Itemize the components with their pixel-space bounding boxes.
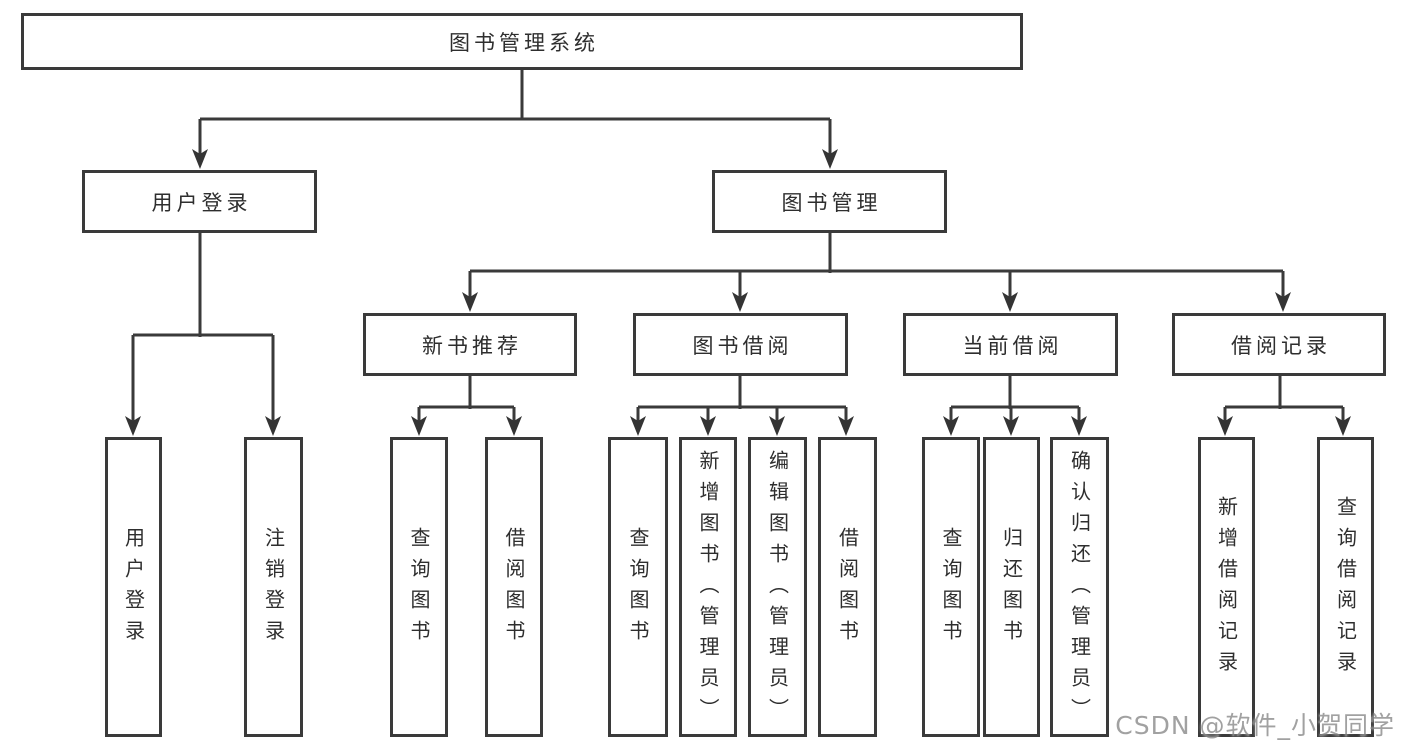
arrowhead-borrow-books-1 [506,416,522,436]
arrowhead-query-borrow-record [1335,416,1351,436]
node-book-borrow: 图书借阅 [633,313,848,376]
node-user-login: 用户登录 [82,170,317,233]
node-borrow-records-label: 借阅记录 [1231,333,1331,358]
arrowhead-user-login [192,149,208,169]
arrowhead-leaf-user-login [125,416,141,436]
node-new-book-recommend-label: 新书推荐 [422,333,522,358]
arrowhead-return-book [1003,416,1019,436]
node-leaf-edit-book-admin: 编辑图书（管理员） [748,437,807,737]
node-leaf-logout: 注销登录 [244,437,303,737]
connector-current-borrow-to-leaves [943,376,1087,436]
node-leaf-borrow-books-1: 借阅图书 [485,437,543,737]
arrowhead-current-borrow [1002,292,1018,312]
arrowhead-add-book [700,416,716,436]
arrowhead-query-books-2 [630,416,646,436]
node-system-root: 图书管理系统 [21,13,1023,70]
arrowhead-leaf-logout [265,416,281,436]
arrowhead-query-books-3 [943,416,959,436]
connector-root-to-level2 [192,69,838,169]
node-leaf-query-books-1: 查询图书 [390,437,448,737]
node-leaf-query-books-3: 查询图书 [922,437,980,737]
node-leaf-confirm-return-admin: 确认归还（管理员） [1050,437,1109,737]
arrowhead-edit-book [769,416,785,436]
node-book-borrow-label: 图书借阅 [692,333,793,358]
arrowhead-book-mgmt [822,149,838,169]
node-system-root-label: 图书管理系统 [449,30,599,55]
node-leaf-return-book: 归还图书 [983,437,1040,737]
node-leaf-query-borrow-record: 查询借阅记录 [1317,437,1374,737]
node-current-borrow: 当前借阅 [903,313,1118,376]
node-new-book-recommend: 新书推荐 [363,313,577,376]
arrowhead-borrow-records [1275,292,1291,312]
node-current-borrow-label: 当前借阅 [962,333,1063,358]
connector-book-mgmt-to-level3 [462,233,1291,312]
node-leaf-user-login: 用户登录 [105,437,162,737]
node-leaf-borrow-books-2: 借阅图书 [818,437,877,737]
arrowhead-query-books-1 [411,416,427,436]
arrowhead-add-borrow-record [1217,416,1233,436]
arrowhead-book-borrow [732,292,748,312]
node-leaf-add-book-admin: 新增图书（管理员） [679,437,737,737]
node-leaf-add-borrow-record: 新增借阅记录 [1198,437,1255,737]
node-user-login-label: 用户登录 [151,190,252,215]
arrowhead-confirm-return [1071,416,1087,436]
node-borrow-records: 借阅记录 [1172,313,1386,376]
arrowhead-new-book [462,292,478,312]
connector-book-borrow-to-leaves [630,376,854,436]
node-leaf-query-books-2: 查询图书 [608,437,668,737]
arrowhead-borrow-books-2 [838,416,854,436]
connector-user-login-to-leaves [125,233,281,436]
connector-new-book-to-leaves [411,376,522,436]
node-book-management: 图书管理 [712,170,947,233]
node-book-management-label: 图书管理 [781,190,882,215]
connector-borrow-records-to-leaves [1217,376,1351,436]
